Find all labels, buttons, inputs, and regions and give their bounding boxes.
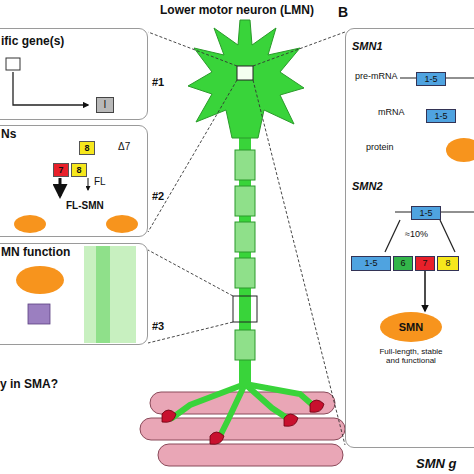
row-label: mRNA <box>378 108 405 118</box>
gene-panel-art <box>385 78 474 252</box>
callout-number: #3 <box>152 320 164 332</box>
panel-caption: y in SMA? <box>0 378 58 391</box>
node-text: 1-5 <box>434 112 447 121</box>
gene-name: SMN1 <box>352 40 383 52</box>
protein-ellipse: SMN <box>379 311 443 343</box>
cell-body <box>188 20 304 138</box>
panel1-art <box>6 58 88 105</box>
end-plates <box>162 400 324 444</box>
callout-number: #2 <box>152 190 164 202</box>
exon-box: 8 <box>79 141 95 155</box>
panel-heading: ific gene(s) <box>1 35 64 47</box>
zoom-panel: ific gene(s) I <box>0 28 148 120</box>
isoform-label: Δ7 <box>118 141 130 152</box>
node-text: SMN <box>399 322 423 333</box>
flow-arrow <box>424 271 426 311</box>
exon-box: 1-5 <box>411 206 441 220</box>
percent-label: ≈10% <box>405 230 428 240</box>
exon-box: 1-5 <box>351 256 391 271</box>
panel-heading: Ns <box>1 128 16 140</box>
exon-box: 7 <box>415 256 435 271</box>
node-text: 7 <box>422 259 427 268</box>
node-text: 1-5 <box>364 259 377 268</box>
panel2-art <box>14 178 138 233</box>
exon-box: 1-5 <box>426 109 456 123</box>
axon-terminals <box>172 384 316 440</box>
axon <box>233 134 257 386</box>
node-text: 8 <box>76 166 81 175</box>
isoform-label: FL <box>94 176 106 187</box>
exon-box: 1-5 <box>416 72 446 86</box>
exon-box: 8 <box>71 163 87 177</box>
row-label: pre-mRNA <box>355 72 398 82</box>
protein-note: Full-length, stable and functional <box>372 348 450 366</box>
protein-blob <box>446 138 474 162</box>
gene-box: I <box>96 97 114 113</box>
node-text: I <box>104 100 107 110</box>
node-text: 8 <box>445 259 450 268</box>
panel-letter: B <box>338 5 348 20</box>
node-text: 8 <box>84 144 89 153</box>
zoom-leaders <box>148 32 345 445</box>
panel-heading: MN function <box>1 246 70 258</box>
exon-box: 7 <box>53 163 69 177</box>
protein-label: FL-SMN <box>66 200 104 211</box>
zoom-square <box>237 66 253 80</box>
node-text: 1-5 <box>419 209 432 218</box>
exon-box: 8 <box>437 256 459 271</box>
figure-title: Lower motor neuron (LMN) <box>160 4 314 17</box>
node-text: 1-5 <box>424 75 437 84</box>
node-text: 7 <box>58 166 63 175</box>
node-text: 6 <box>400 259 405 268</box>
exon-box: 6 <box>393 256 413 271</box>
row-label: protein <box>366 143 394 153</box>
panel3-art <box>16 246 136 343</box>
callout-number: #1 <box>152 76 164 88</box>
panel-heading: SMN g <box>416 457 456 470</box>
muscle-fibers <box>140 392 345 466</box>
gene-name: SMN2 <box>352 180 383 192</box>
zoom-panel: MN function <box>0 243 148 345</box>
